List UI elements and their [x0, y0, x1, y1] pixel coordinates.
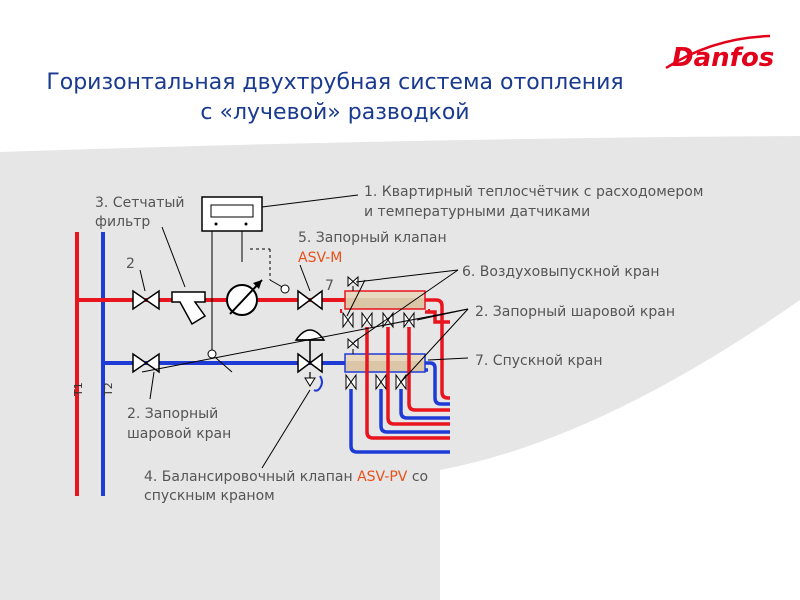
ball-valve-supply: [132, 289, 160, 311]
asv-pv-valve: [294, 329, 326, 392]
branch-pipes: [349, 298, 450, 454]
heat-meter-box: [201, 194, 359, 373]
asv-m-valve: [297, 289, 323, 311]
page-title-line2: с «лучевой» разводкой: [200, 100, 470, 125]
page-title-line1: Горизонтальная двухтрубная система отопл…: [46, 70, 624, 95]
ball-valve-return: [132, 352, 160, 374]
leader-lines: [139, 226, 469, 469]
flow-meter: [226, 279, 263, 316]
white-region: [440, 300, 800, 600]
return-branch-valves: [345, 373, 407, 391]
danfoss-logo: Danfoss: [665, 34, 774, 73]
strainer-filter: [171, 291, 207, 326]
logo-text: Danfoss: [672, 43, 774, 73]
supply-manifold: [340, 290, 430, 313]
air-vent-supply: [347, 275, 359, 291]
